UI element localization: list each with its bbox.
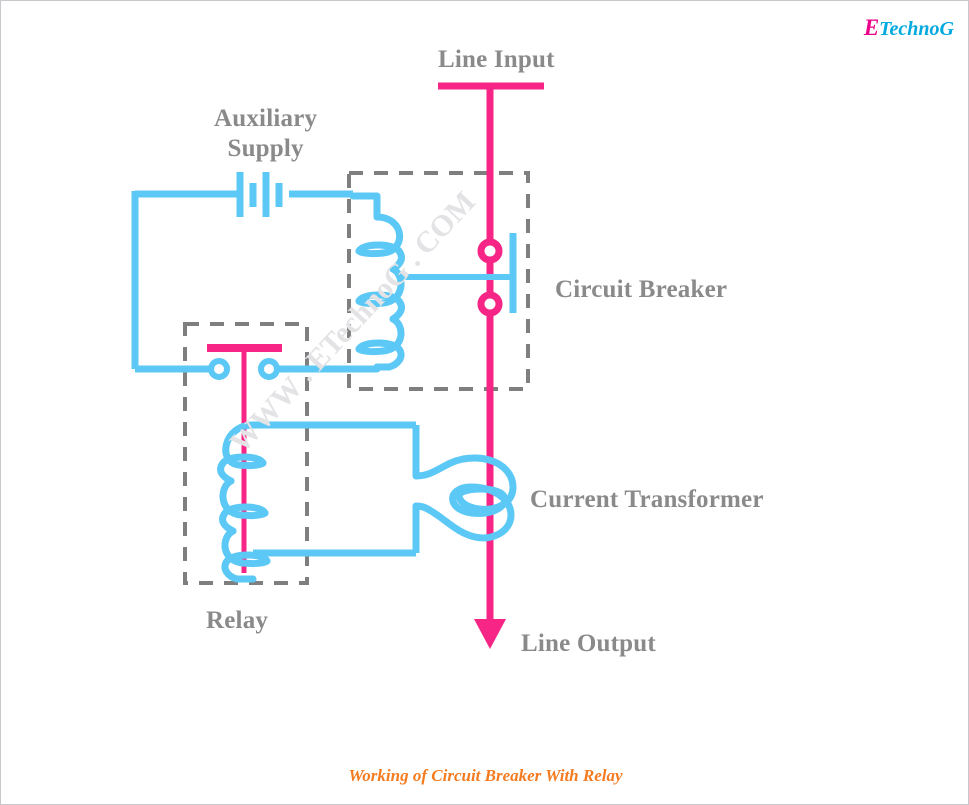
logo-initial: E — [863, 15, 880, 40]
label-line-output: Line Output — [521, 630, 656, 657]
line-output-arrowhead-icon — [474, 619, 506, 649]
current-transformer-windings — [412, 454, 517, 542]
logo-wordmark: TechnoG — [879, 18, 954, 40]
relay-contact-right-icon — [258, 358, 280, 380]
ct-secondary-wiring — [253, 421, 420, 557]
relay-contact-assembly — [207, 344, 282, 573]
breaker-terminal-top-icon — [477, 238, 503, 264]
relay-contact-left-icon — [208, 358, 230, 380]
label-relay: Relay — [206, 607, 269, 634]
breaker-terminal-bottom-icon — [477, 291, 503, 317]
figure-caption: Working of Circuit Breaker With Relay — [348, 766, 623, 785]
label-line-input: Line Input — [438, 46, 555, 73]
control-circuit-wiring — [131, 190, 353, 373]
relay-dashed-box — [183, 322, 309, 585]
breaker-trip-coil — [349, 192, 405, 373]
auxiliary-supply-battery-icon — [236, 172, 283, 217]
circuit-breaker-dashed-box — [347, 171, 530, 391]
label-circuit-breaker: Circuit Breaker — [555, 276, 728, 303]
label-auxiliary-supply: Auxiliary Supply — [214, 105, 318, 162]
label-current-transformer: Current Transformer — [530, 486, 764, 513]
site-logo: ETechnoG — [864, 15, 954, 41]
